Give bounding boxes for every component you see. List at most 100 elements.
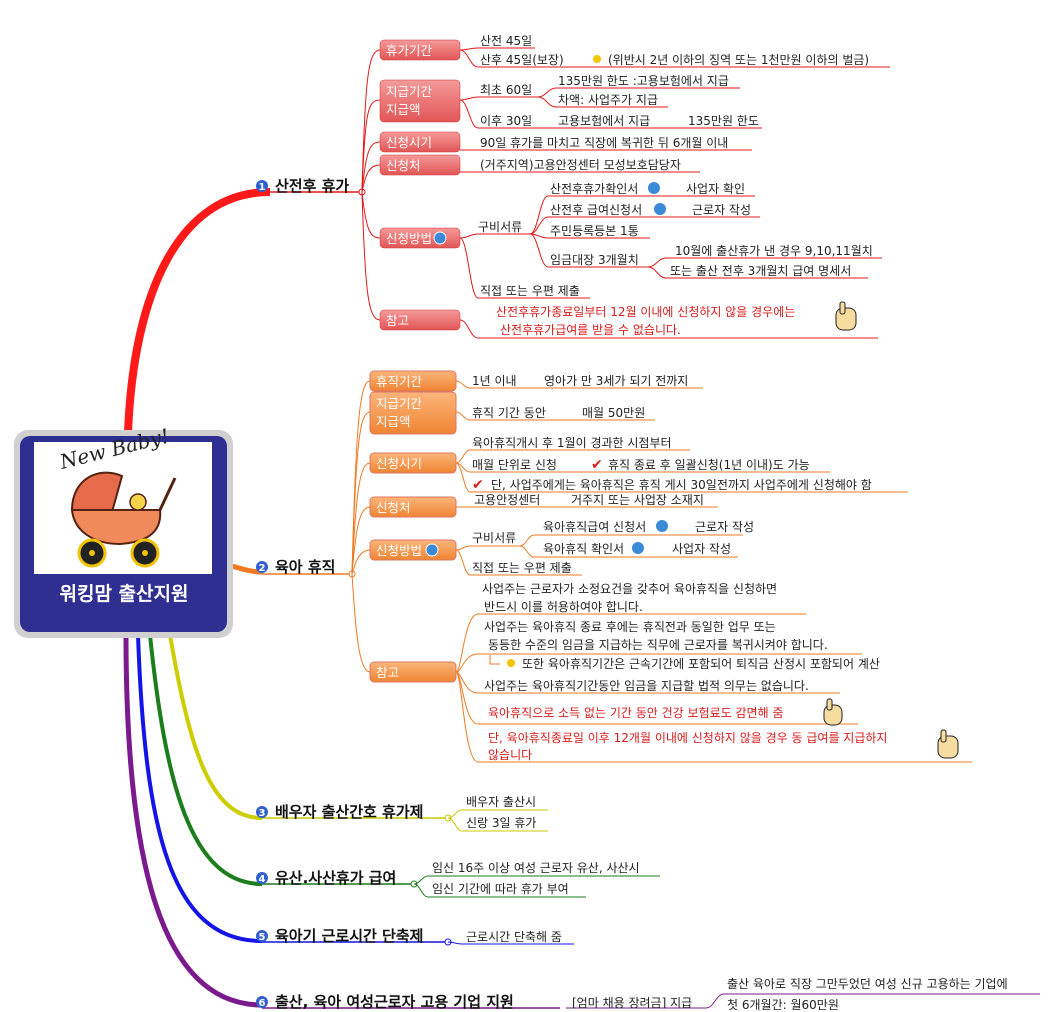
pointing-hand-icon xyxy=(937,729,959,759)
branch-4: 4 유산.사산휴가 급여 임신 16주 이상 여성 근로자 유산, 사산시 임신… xyxy=(256,861,660,898)
cat-note-2[interactable]: 참고 xyxy=(376,665,399,680)
b1-penalty: (위반시 2년 이하의 징역 또는 1천만원 이하의 벌금) xyxy=(608,52,869,67)
b6-item-1: 출산 육아로 직장 그만두었던 여성 신규 고용하는 기업에 xyxy=(727,977,1008,991)
number-badge-6 xyxy=(256,996,268,1008)
b2-note-3: 사업주는 육아휴직기간동안 임금을 지급할 법적 의무는 없습니다. xyxy=(484,679,809,693)
b3-item-1: 배우자 출산시 xyxy=(466,795,536,809)
b1-submit: 직접 또는 우편 제출 xyxy=(480,284,580,298)
branch-6-title[interactable]: 출산, 육아 여성근로자 고용 기업 지원 xyxy=(275,993,514,1011)
branch-1-title[interactable]: 산전후 휴가 xyxy=(275,177,349,195)
branch-4-title[interactable]: 유산.사산휴가 급여 xyxy=(275,869,396,887)
cat-pay-period-2: 지급액 xyxy=(386,102,421,117)
cat-pay-2-line-2: 지급액 xyxy=(376,414,411,429)
number-badge-4 xyxy=(256,872,268,884)
cat-when-2[interactable]: 신청시기 xyxy=(376,456,422,471)
b2-where-center: 고용안정센터 xyxy=(474,493,540,507)
b2-when-2-note: 휴직 종료 후 일괄신청(1년 이내)도 가능 xyxy=(608,458,810,472)
b2-period-len: 1년 이내 xyxy=(472,374,517,388)
branch-1-connector xyxy=(124,188,271,433)
branch-6-connector xyxy=(123,634,263,1008)
branch-2: 2 육아 휴직 휴직기간 지급기간 지급액 신청시기 신청처 신청방법 참고 xyxy=(256,370,972,763)
b3-item-2: 신랑 3일 휴가 xyxy=(466,816,536,830)
central-topic[interactable]: New Baby! 워킹맘 출산지원 xyxy=(14,424,233,638)
lightbulb-icon xyxy=(507,659,515,667)
branch-6: 6 출산, 육아 여성근로자 고용 기업 지원 [엄마 채용 장려금] 지급 출… xyxy=(256,977,1040,1012)
b2-note-1-line-1: 사업주는 근로자가 소정요건을 갖추어 육아휴직을 신청하면 xyxy=(482,582,777,596)
b1-where: (거주지역)고용안정센터 모성보호담당자 xyxy=(480,158,681,172)
b2-where-detail: 거주지 또는 사업장 소재지 xyxy=(571,493,704,507)
b1-pay-first: 최초 60일 xyxy=(480,83,532,97)
checkmark-icon: ✔ xyxy=(472,477,484,493)
branch-4-number: 4 xyxy=(259,874,266,885)
cat-how-2[interactable]: 신청방법 xyxy=(376,543,422,558)
b1-pay-from-ins: 고용보험에서 지급 xyxy=(558,114,650,128)
cat-note[interactable]: 참고 xyxy=(386,313,409,328)
b1-doc-2: 산전후 급여신청서 xyxy=(550,203,642,217)
branch-6-number: 6 xyxy=(259,998,266,1009)
branch-2-title[interactable]: 육아 휴직 xyxy=(275,558,335,576)
number-badge-2 xyxy=(256,561,268,573)
b1-pay-diff: 차액: 사업주가 지급 xyxy=(558,93,658,107)
branch-4-connector xyxy=(148,634,263,886)
branch-5-title[interactable]: 육아기 근로시간 단축제 xyxy=(275,927,423,945)
b2-note-1-line-2: 반드시 이를 허용하여야 합니다. xyxy=(484,600,643,614)
b2-docs-label: 구비서류 xyxy=(472,531,516,545)
globe-icon xyxy=(433,231,447,245)
branch-5: 5 육아기 근로시간 단축제 근로시간 단축해 줌 xyxy=(256,927,574,946)
b4-item-1: 임신 16주 이상 여성 근로자 유산, 사산시 xyxy=(432,861,640,875)
cat-pay-period-1[interactable]: 지급기간 xyxy=(386,84,433,99)
b1-doc-3: 주민등록등본 1통 xyxy=(550,224,639,238)
b2-pay-amount: 매월 50만원 xyxy=(582,406,645,420)
main-branches xyxy=(123,188,271,1008)
branch-3-title[interactable]: 배우자 출산간호 휴가제 xyxy=(275,803,423,821)
lightbulb-icon xyxy=(593,55,601,63)
b2-doc-1: 육아휴직급여 신청서 xyxy=(543,520,646,534)
number-badge-3 xyxy=(256,806,268,818)
b2-period-detail: 영아가 만 3세가 되기 전까지 xyxy=(544,374,688,388)
baby-stroller-icon xyxy=(70,471,177,568)
number-badge-1 xyxy=(256,180,268,192)
globe-icon xyxy=(656,520,668,532)
b2-when-3: 단, 사업주에게는 육아휴직은 휴직 게시 30일전까지 사업주에게 신청해야 … xyxy=(491,478,872,492)
cat-when[interactable]: 신청시기 xyxy=(386,135,432,150)
cat-where[interactable]: 신청처 xyxy=(386,158,421,173)
branch-3-connector xyxy=(168,634,263,820)
branch-2-number: 2 xyxy=(259,563,266,574)
cat-leave-period-2[interactable]: 휴직기간 xyxy=(376,374,423,389)
branch-1: 1 산전후 휴가 휴가기간 지급기간 지급액 신청시기 신청처 신청방법 참고 xyxy=(256,34,890,339)
b5-item-1: 근로시간 단축해 줌 xyxy=(466,930,562,944)
b2-pay-during: 휴직 기간 동안 xyxy=(472,406,546,420)
b1-doc-2-note: 근로자 작성 xyxy=(692,203,751,217)
b2-note-2-line-1: 사업주는 육아휴직 종료 후에는 휴직전과 동일한 업무 또는 xyxy=(484,620,776,634)
pointing-hand-icon xyxy=(835,301,857,331)
b2-when-1: 육아휴직개시 후 1월이 경과한 시점부터 xyxy=(472,436,672,450)
b2-submit: 직접 또는 우편 제출 xyxy=(472,561,572,575)
b1-when: 90일 휴가를 마치고 직장에 복귀한 뒤 6개월 이내 xyxy=(480,136,728,150)
b4-item-2: 임신 기간에 따라 휴가 부여 xyxy=(432,882,569,896)
globe-icon xyxy=(632,542,644,554)
cat-how[interactable]: 신청방법 xyxy=(386,231,432,246)
b1-doc-1: 산전후휴가확인서 xyxy=(550,182,638,196)
b1-doc-4-note-1: 10월에 출산휴가 낸 경우 9,10,11월치 xyxy=(675,244,873,258)
b2-doc-1-note: 근로자 작성 xyxy=(695,520,754,534)
b2-note-4: 육아휴직으로 소득 없는 기간 동안 건강 보험료도 감면해 줌 xyxy=(488,706,783,720)
b1-doc-4: 임금대장 3개월치 xyxy=(550,253,639,267)
branch-1-number: 1 xyxy=(259,182,266,193)
b1-pay-limit: 135만원 한도 :고용보험에서 지급 xyxy=(558,74,729,88)
central-title: 워킹맘 출산지원 xyxy=(60,583,189,605)
b2-doc-2-note: 사업자 작성 xyxy=(672,542,731,556)
branch-3-number: 3 xyxy=(259,808,266,819)
checkmark-icon: ✔ xyxy=(591,457,603,473)
cat-pay-2-line-1[interactable]: 지급기간 xyxy=(376,396,423,411)
branch-5-connector xyxy=(136,634,263,943)
b2-note-2-sub: 또한 육아휴직기간은 근속기간에 포함되어 퇴직금 산정시 포함되어 계산 xyxy=(522,657,880,671)
b1-leave-pre: 산전 45일 xyxy=(480,34,532,48)
cat-where-2[interactable]: 신청처 xyxy=(376,500,411,515)
cat-leave-period[interactable]: 휴가기간 xyxy=(386,43,433,58)
number-badge-5 xyxy=(256,930,268,942)
globe-icon xyxy=(425,543,439,557)
b1-doc-1-note: 사업자 확인 xyxy=(686,182,745,196)
b2-when-2: 매월 단위로 신청 xyxy=(472,458,557,472)
baby-illustration-bg xyxy=(34,442,212,574)
b1-leave-post: 산후 45일(보장) xyxy=(480,53,564,67)
